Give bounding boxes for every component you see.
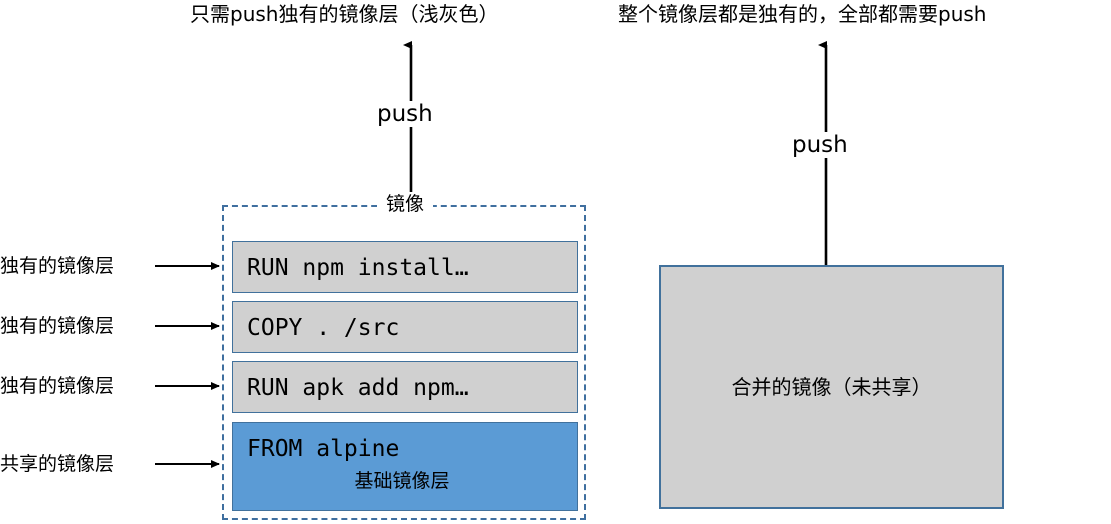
layer-command-text: RUN npm install… xyxy=(247,255,469,281)
layer-command-text: RUN apk add npm… xyxy=(247,375,469,401)
left-push-label: push xyxy=(371,101,439,127)
side-label-unique-layer-2: 独有的镜像层 xyxy=(0,315,115,337)
merged-image-label: 合并的镜像（未共享） xyxy=(731,375,932,399)
left-diagram-title: 只需push独有的镜像层（浅灰色） xyxy=(190,2,499,26)
side-arrow-1-icon xyxy=(155,262,220,270)
image-group-label: 镜像 xyxy=(377,192,434,216)
side-arrow-3-icon xyxy=(155,382,220,390)
layer-copy-src[interactable]: COPY . /src xyxy=(232,301,578,353)
side-arrow-4-icon xyxy=(155,460,220,468)
layer-command-text: COPY . /src xyxy=(247,315,400,341)
side-label-unique-layer-3: 独有的镜像层 xyxy=(0,375,115,397)
layer-run-apk-add[interactable]: RUN apk add npm… xyxy=(232,361,578,413)
merged-image-box[interactable]: 合并的镜像（未共享） xyxy=(659,265,1004,509)
side-arrow-2-icon xyxy=(155,322,220,330)
layer-from-alpine[interactable]: FROM alpine 基础镜像层 xyxy=(232,422,578,511)
layer-run-npm-install[interactable]: RUN npm install… xyxy=(232,241,578,293)
base-layer-caption: 基础镜像层 xyxy=(354,470,450,492)
right-diagram-title: 整个镜像层都是独有的，全部都需要push xyxy=(618,2,987,26)
side-label-shared-layer: 共享的镜像层 xyxy=(0,453,115,475)
right-push-label: push xyxy=(786,132,854,158)
side-label-unique-layer-1: 独有的镜像层 xyxy=(0,255,115,277)
layer-command-text: FROM alpine xyxy=(247,436,400,462)
